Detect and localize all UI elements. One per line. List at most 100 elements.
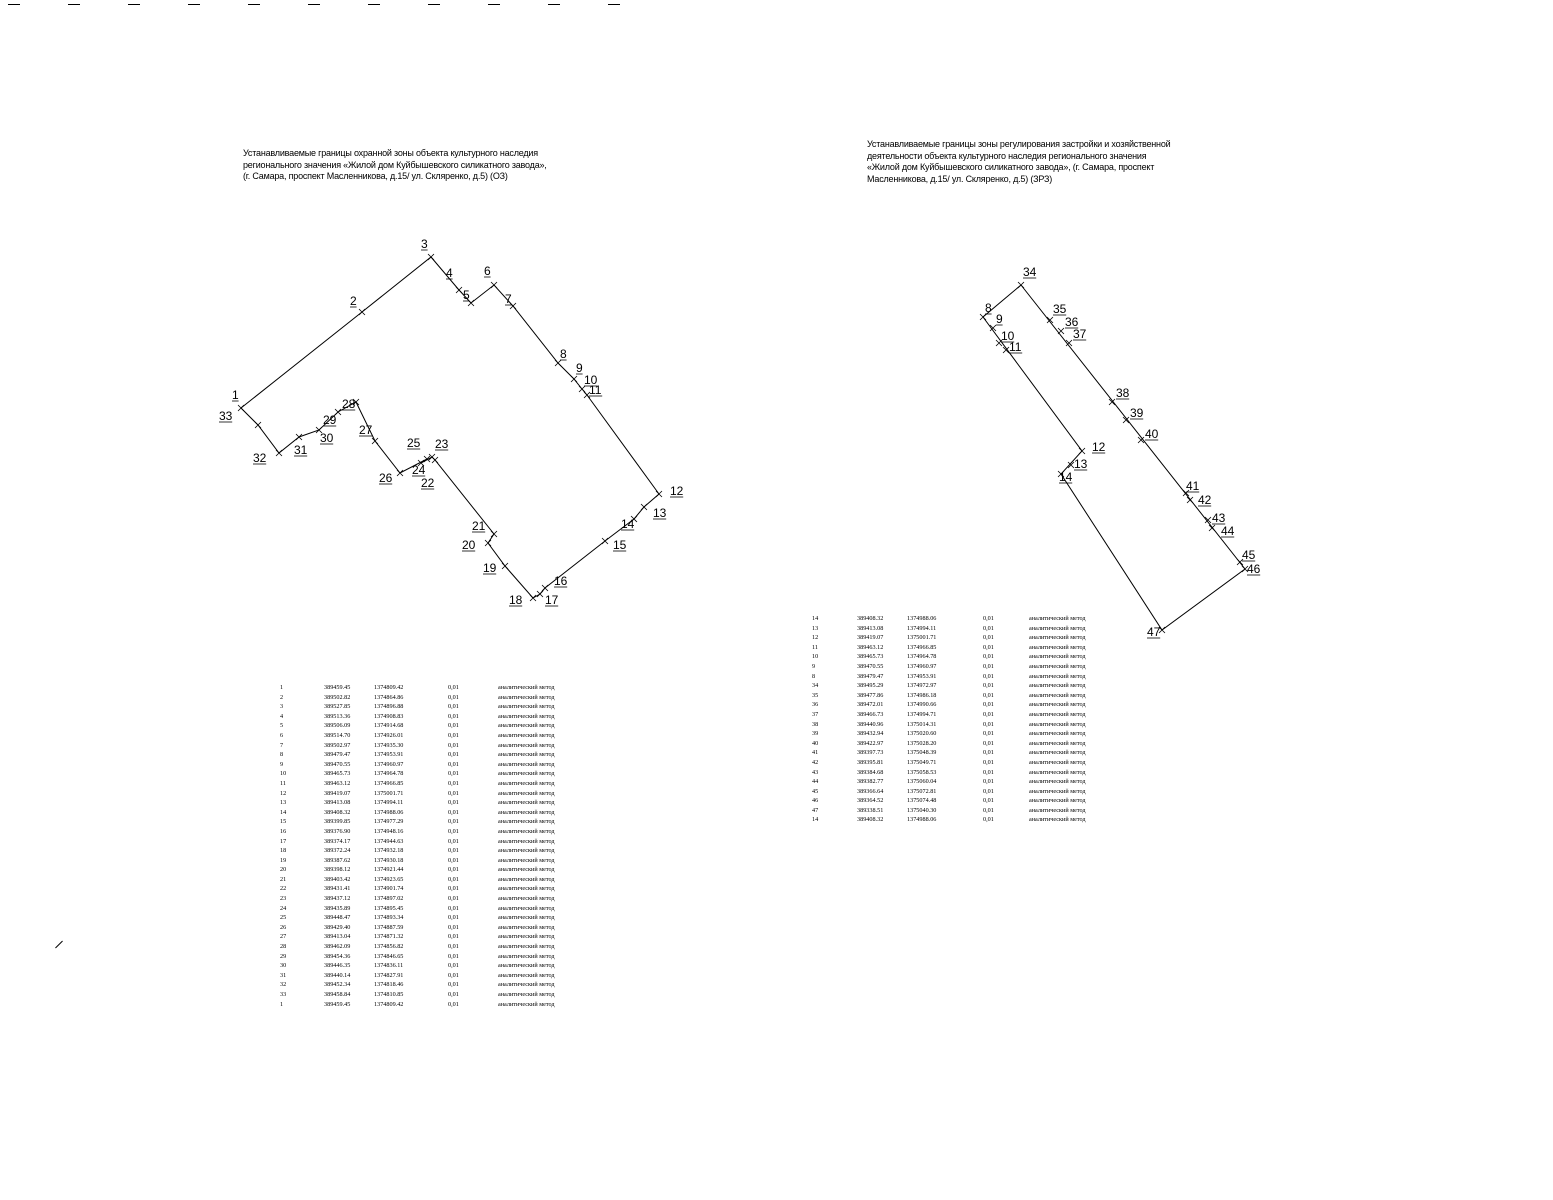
right-y-coordinate: 1374966.85 xyxy=(907,643,937,651)
left-accuracy: 0,01 xyxy=(448,712,459,720)
left-accuracy: 0,01 xyxy=(448,885,459,893)
right-x-coordinate: 389384.68 xyxy=(857,768,884,776)
right-x-coordinate: 389397.73 xyxy=(857,749,884,757)
right-point-number: 14 xyxy=(812,615,819,622)
left-point-number: 28 xyxy=(280,943,287,951)
left-point-label: 5 xyxy=(463,288,470,302)
right-y-coordinate: 1374953.91 xyxy=(907,672,937,680)
left-x-coordinate: 389437.12 xyxy=(324,895,351,903)
left-vertex-mark xyxy=(455,286,463,294)
right-point-number: 10 xyxy=(812,653,819,661)
left-method: аналитический метод xyxy=(498,904,555,912)
right-point-number: 38 xyxy=(812,720,819,728)
right-vertex-mark xyxy=(1065,339,1073,347)
left-x-coordinate: 389470.55 xyxy=(324,760,351,768)
left-x-coordinate: 389527.85 xyxy=(324,703,351,711)
right-point-number: 34 xyxy=(812,682,819,690)
right-accuracy: 0,01 xyxy=(983,768,994,776)
right-x-coordinate: 389422.97 xyxy=(857,739,884,747)
left-y-coordinate: 1374901.74 xyxy=(374,885,404,893)
left-vertex-mark xyxy=(371,437,379,445)
right-plan-title: Устанавливаемые границы зоны регулирован… xyxy=(867,139,1171,185)
left-point-number: 1 xyxy=(280,684,284,691)
left-accuracy: 0,01 xyxy=(448,895,459,903)
left-y-coordinate: 1374893.34 xyxy=(374,914,404,922)
left-point-number: 25 xyxy=(280,914,287,922)
left-vertex-mark xyxy=(315,426,323,434)
right-vertex-mark xyxy=(1186,496,1194,504)
left-y-coordinate: 1374930.18 xyxy=(374,856,404,864)
left-point-number: 29 xyxy=(280,952,287,960)
left-accuracy: 0,01 xyxy=(448,789,459,797)
left-point-label: 33 xyxy=(219,409,233,423)
left-x-coordinate: 389399.85 xyxy=(324,818,351,826)
left-point-number: 2 xyxy=(280,693,284,701)
right-x-coordinate: 389470.55 xyxy=(857,662,884,670)
left-vertex-mark xyxy=(536,590,544,598)
right-x-coordinate: 389440.96 xyxy=(857,720,884,728)
right-accuracy: 0,01 xyxy=(983,653,994,661)
right-accuracy: 0,01 xyxy=(983,662,994,670)
right-y-coordinate: 1374990.66 xyxy=(907,701,937,709)
left-vertex-mark xyxy=(583,391,591,399)
right-title-line: деятельности объекта культурного наследи… xyxy=(867,150,1147,161)
right-point-label: 13 xyxy=(1074,457,1088,471)
right-x-coordinate: 389477.86 xyxy=(857,691,884,699)
right-method: аналитический метод xyxy=(1029,691,1086,699)
right-vertex-mark xyxy=(1078,447,1086,455)
right-point-number: 47 xyxy=(812,806,819,814)
right-x-coordinate: 389479.47 xyxy=(857,672,884,680)
right-y-coordinate: 1375040.30 xyxy=(907,806,937,814)
left-vertex-mark xyxy=(601,537,609,545)
left-y-coordinate: 1374887.59 xyxy=(374,923,404,931)
right-vertex-mark xyxy=(1108,398,1116,406)
right-y-coordinate: 1375060.04 xyxy=(907,778,937,786)
left-point-label: 11 xyxy=(589,383,602,397)
right-x-coordinate: 389382.77 xyxy=(857,778,884,786)
right-point-label: 36 xyxy=(1065,315,1079,329)
left-accuracy: 0,01 xyxy=(448,818,459,826)
left-vertex-mark xyxy=(541,584,549,592)
right-point-label: 39 xyxy=(1130,406,1144,420)
left-method: аналитический метод xyxy=(498,703,555,711)
left-plan-title: Устанавливаемые границы охранной зоны об… xyxy=(243,148,547,183)
right-point-label: 35 xyxy=(1053,302,1067,316)
right-point-number: 8 xyxy=(812,672,816,680)
left-accuracy: 0,01 xyxy=(448,866,459,874)
left-method: аналитический метод xyxy=(498,779,555,787)
left-vertex-mark xyxy=(334,408,342,416)
left-x-coordinate: 389506.09 xyxy=(324,722,351,730)
left-y-coordinate: 1374871.32 xyxy=(374,933,404,941)
right-point-number: 14 xyxy=(812,816,819,824)
left-point-label: 27 xyxy=(359,423,373,437)
left-accuracy: 0,01 xyxy=(448,827,459,835)
left-point-label: 4 xyxy=(446,266,453,280)
left-method: аналитический метод xyxy=(498,914,555,922)
left-y-coordinate: 1374836.11 xyxy=(374,962,404,970)
left-point-number: 24 xyxy=(280,904,287,912)
right-method: аналитический метод xyxy=(1029,701,1086,709)
right-method: аналитический метод xyxy=(1029,615,1086,622)
left-vertex-mark xyxy=(417,459,425,467)
left-accuracy: 0,01 xyxy=(448,684,459,691)
right-accuracy: 0,01 xyxy=(983,710,994,718)
right-point-number: 46 xyxy=(812,797,819,805)
left-y-coordinate: 1374818.46 xyxy=(374,981,404,989)
right-y-coordinate: 1375001.71 xyxy=(907,634,937,642)
right-method: аналитический метод xyxy=(1029,720,1086,728)
right-point-number: 35 xyxy=(812,691,819,699)
right-y-coordinate: 1375014.31 xyxy=(907,720,937,728)
left-y-coordinate: 1374908.83 xyxy=(374,712,404,720)
left-point-number: 13 xyxy=(280,799,287,807)
